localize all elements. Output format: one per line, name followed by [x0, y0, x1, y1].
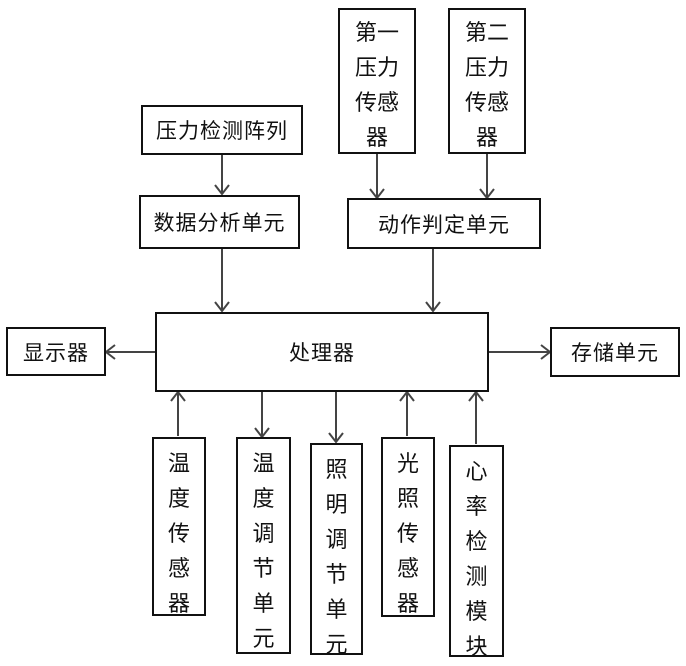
storage-label: 存储单元	[571, 337, 659, 367]
processor-node: 处理器	[155, 312, 489, 392]
second-pressure-sensor-node: 第二压力传感器	[448, 8, 526, 154]
storage-node: 存储单元	[550, 327, 680, 377]
data-analysis-label: 数据分析单元	[154, 207, 286, 237]
display-node: 显示器	[6, 327, 106, 376]
light-adjust-node: 照明调节单元	[310, 443, 363, 655]
action-judgment-node: 动作判定单元	[347, 198, 541, 249]
data-analysis-node: 数据分析单元	[139, 195, 300, 249]
temp-sensor-node: 温度传感器	[152, 437, 206, 616]
display-label: 显示器	[23, 337, 89, 367]
temp-adjust-label: 温度调节单元	[252, 447, 274, 657]
first-pressure-sensor-node: 第一压力传感器	[338, 8, 416, 154]
light-adjust-label: 照明调节单元	[325, 453, 347, 663]
second-pressure-sensor-label: 第二压力传感器	[465, 16, 509, 156]
heart-rate-node: 心率检测模块	[449, 445, 504, 657]
first-pressure-sensor-label: 第一压力传感器	[355, 16, 399, 156]
light-sensor-label: 光照传感器	[397, 447, 419, 622]
light-sensor-node: 光照传感器	[381, 437, 435, 617]
heart-rate-label: 心率检测模块	[465, 455, 487, 665]
pressure-array-label: 压力检测阵列	[156, 115, 288, 145]
action-judgment-label: 动作判定单元	[378, 209, 510, 239]
processor-label: 处理器	[289, 337, 355, 367]
pressure-array-node: 压力检测阵列	[141, 105, 303, 155]
temp-sensor-label: 温度传感器	[168, 447, 190, 622]
temp-adjust-node: 温度调节单元	[236, 437, 291, 654]
